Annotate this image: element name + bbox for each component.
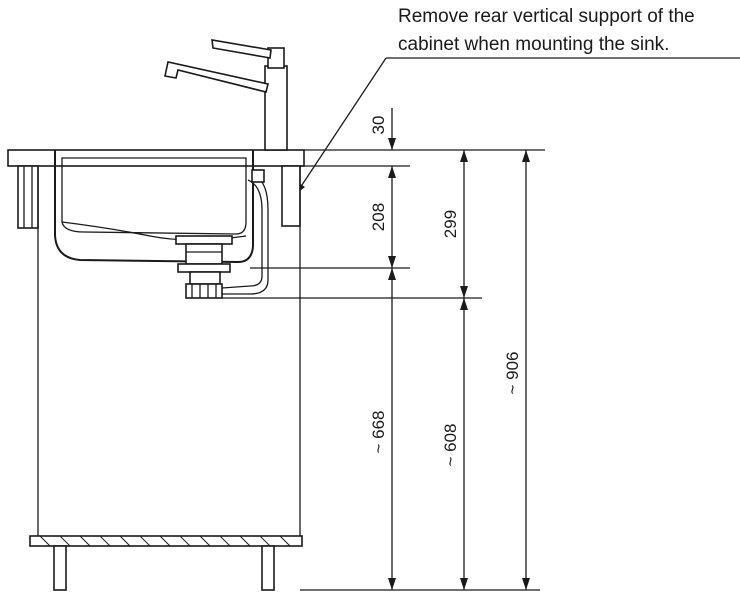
cabinet [17, 165, 303, 591]
dimension-lines [388, 108, 530, 590]
note-leader [295, 57, 740, 195]
dim-label-608: ~ 608 [441, 423, 460, 466]
note-line-2: cabinet when mounting the sink. [398, 34, 669, 55]
dim-label-668: ~ 668 [369, 410, 388, 453]
sink-bowl [54, 150, 254, 264]
dim-label-208: 208 [369, 203, 388, 231]
kitchen-faucet [164, 39, 288, 151]
drain-assembly [175, 169, 269, 299]
note-line-1: Remove rear vertical support of the [398, 6, 695, 27]
dim-label-299: 299 [441, 210, 460, 238]
rear-vertical-support [281, 165, 301, 227]
dim-label-30: 30 [369, 116, 388, 135]
dim-label-906: ~ 906 [503, 351, 522, 394]
